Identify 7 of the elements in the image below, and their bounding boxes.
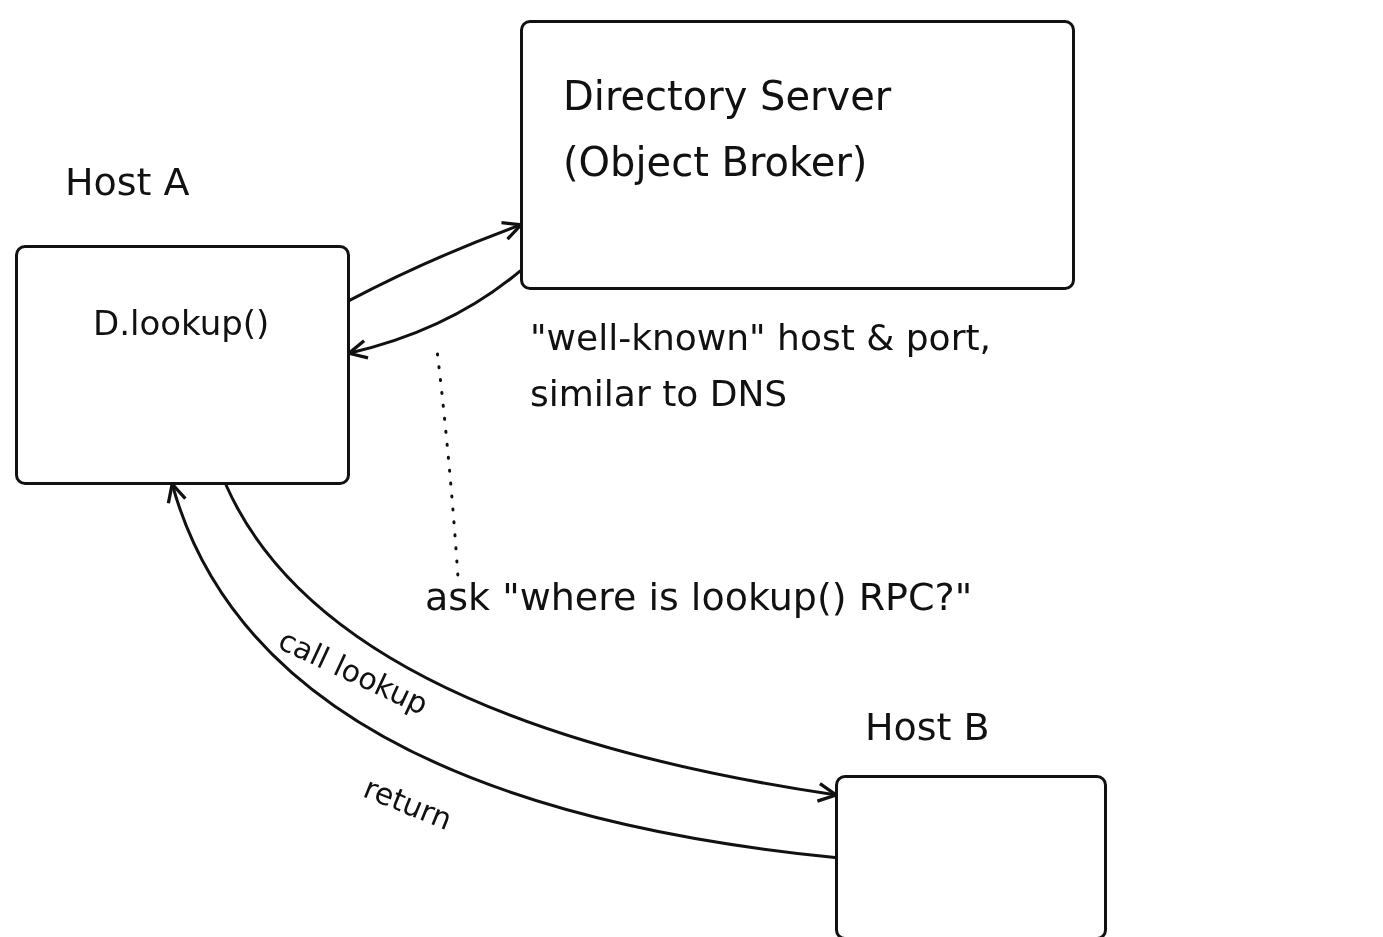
annotation-text: "well-known" host & port, similar to DNS (530, 316, 992, 416)
function-call-text: D.lookup() (93, 303, 270, 343)
server-title: Directory Server (Object Broker) (563, 72, 893, 187)
edge-label: return (358, 770, 458, 837)
host-label: Host B (865, 705, 990, 749)
host-label: Host A (65, 160, 190, 204)
question-note: ask "where is lookup() RPC?" (425, 575, 973, 619)
